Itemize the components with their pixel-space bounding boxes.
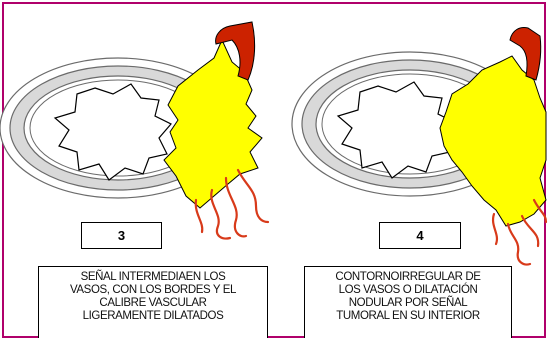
tumor-cap bbox=[215, 21, 256, 81]
panel-3-illustration bbox=[0, 21, 270, 240]
panel-3-number-box: 3 bbox=[81, 222, 162, 249]
panel-4-number: 4 bbox=[416, 228, 424, 243]
feeding-vessels bbox=[492, 198, 548, 266]
panel-3-number: 3 bbox=[117, 228, 126, 243]
panel-4-caption: CONTORNOIRREGULAR DE LOS VASOS O DILATAC… bbox=[304, 266, 512, 338]
tumor-mass bbox=[439, 55, 547, 227]
tumor-cap bbox=[509, 27, 542, 81]
panel-4-number-box: 4 bbox=[379, 222, 461, 249]
panel-4-caption-line: NODULAR POR SEÑAL bbox=[348, 297, 468, 309]
feeding-vessels bbox=[194, 168, 270, 240]
panel-3-caption-line: VASOS, CON LOS BORDES Y EL bbox=[70, 284, 236, 296]
panel-3-caption-line: SEÑAL INTERMEDIAEN LOS bbox=[80, 271, 226, 283]
panel-4-illustration bbox=[291, 27, 548, 266]
panel-3-caption-line: CALIBRE VASCULAR bbox=[99, 297, 207, 309]
panel-3-caption: SEÑAL INTERMEDIAEN LOS VASOS, CON LOS BO… bbox=[38, 266, 268, 338]
panel-3-caption-line: LIGERAMENTE DILATADOS bbox=[82, 310, 224, 322]
panel-4-caption-line: LOS VASOS O DILATACIÓN bbox=[338, 284, 478, 296]
panel-4-caption-line: TUMORAL EN SU INTERIOR bbox=[336, 310, 480, 322]
panel-4-caption-line: CONTORNOIRREGULAR DE bbox=[335, 271, 481, 283]
